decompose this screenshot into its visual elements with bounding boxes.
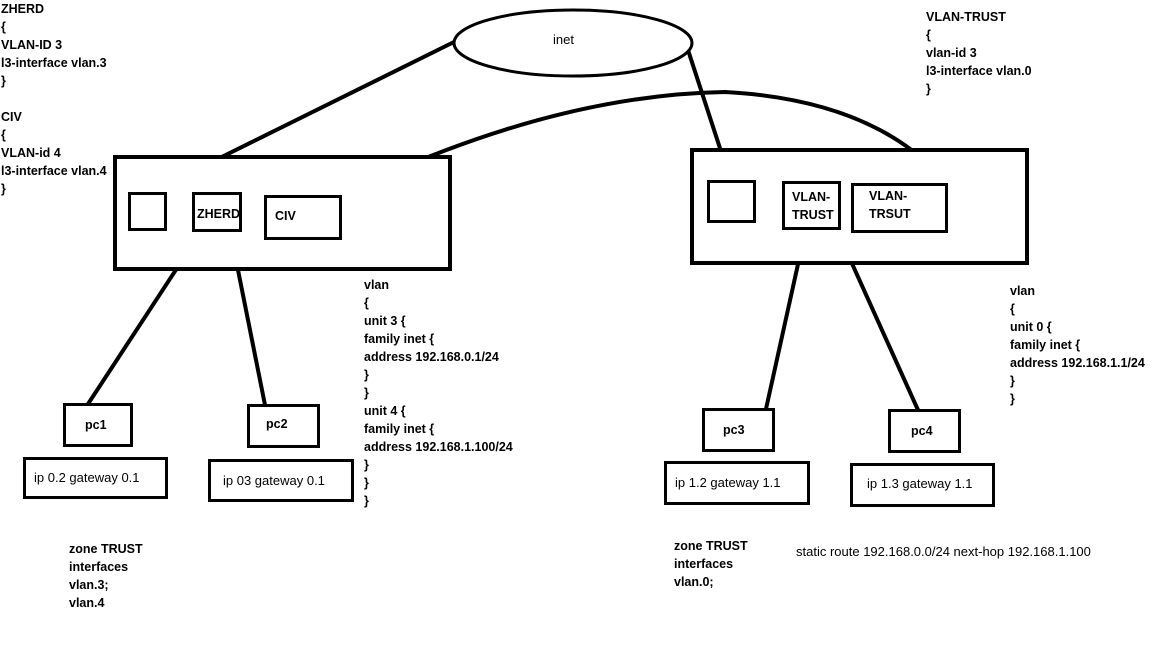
vlan-trust-config: VLAN-TRUST { vlan-id 3 l3-interface vlan.0} — [926, 8, 1032, 98]
pc1-ip-label: ip 0.2 gateway 0.1 — [34, 470, 140, 485]
vlan-config-left-line: vlan — [364, 278, 390, 292]
vlan-config-left-line: } — [364, 494, 369, 508]
zone-left-line: interfaces — [69, 560, 129, 574]
config-zherd-line: ZHERD — [1, 2, 45, 16]
zone-right-line: interfaces — [674, 557, 734, 571]
vlan-config-left: vlan { unit 3 { family inet { address 192.16… — [364, 276, 513, 510]
left-switch-port-zherd: ZHERD — [192, 192, 242, 232]
left-switch-port-unlabeled — [128, 192, 167, 231]
vlan-config-left-line: family inet { — [364, 422, 435, 436]
vlan-config-right-line: unit 0 { — [1010, 320, 1052, 334]
zherd-config: ZHERD { VLAN-ID 3 l3-interface vlan.3} — [1, 0, 107, 90]
pc4-ip-box: ip 1.3 gateway 1.1 — [850, 463, 995, 507]
vlan-config-right-line: family inet { — [1010, 338, 1081, 352]
port-civ-label: CIV — [275, 209, 296, 223]
vlan-config-left-line: address 192.168.0.1/24 — [364, 350, 499, 364]
vlan-config-right: vlan { unit 0 { family inet { address 192.16… — [1010, 282, 1145, 408]
config-vlan-trust-line: vlan-id 3 — [926, 46, 977, 60]
zone-trust-right: zone TRUST interfaces vlan.0; — [674, 537, 748, 591]
pc3-ip-label: ip 1.2 gateway 1.1 — [675, 475, 781, 490]
vlan-config-left-line: family inet { — [364, 332, 435, 346]
config-civ-line: { — [1, 128, 6, 142]
right-switch-port-unlabeled — [707, 180, 756, 223]
pc2-ip-box: ip 03 gateway 0.1 — [208, 459, 354, 502]
config-zherd-line: { — [1, 20, 6, 34]
config-zherd-line: l3-interface vlan.3 — [1, 56, 107, 70]
vlan-config-right-line: vlan — [1010, 284, 1036, 298]
inet-cloud — [452, 8, 694, 78]
link-civ-vlan-trsut — [338, 89, 948, 198]
vlan-config-right-line: } — [1010, 392, 1015, 406]
pc4-label: pc4 — [911, 424, 933, 438]
vlan-config-left-line: } — [364, 458, 369, 472]
pc2-label: pc2 — [266, 417, 288, 431]
civ-config: CIV { VLAN-id 4 l3-interface vlan.4} — [1, 108, 107, 198]
pc1-ip-box: ip 0.2 gateway 0.1 — [23, 457, 168, 499]
vlan-config-right-line: } — [1010, 374, 1015, 388]
pc2-ip-label: ip 03 gateway 0.1 — [223, 473, 325, 488]
port-vlan-trust-label-2: TRUST — [792, 208, 834, 222]
zone-left-line: vlan.4 — [69, 596, 105, 610]
vlan-config-left-line: address 192.168.1.100/24 — [364, 440, 513, 454]
vlan-config-left-line: unit 4 { — [364, 404, 406, 418]
zone-right-line: zone TRUST — [674, 539, 748, 553]
zone-left-line: vlan.3; — [69, 578, 109, 592]
config-vlan-trust-line: VLAN-TRUST — [926, 10, 1006, 24]
config-vlan-trust-line: l3-interface vlan.0 — [926, 64, 1032, 78]
zone-trust-left: zone TRUST interfaces vlan.3; vlan.4 — [69, 540, 143, 612]
pc2-box: pc2 — [247, 404, 320, 448]
right-switch-port-vlan-trust: VLAN- TRUST — [782, 181, 841, 230]
pc1-label: pc1 — [85, 418, 107, 432]
port-zherd-label: ZHERD — [197, 207, 241, 221]
vlan-config-left-line: } — [364, 368, 369, 382]
config-civ-line: VLAN-id 4 — [1, 146, 61, 160]
pc4-ip-label: ip 1.3 gateway 1.1 — [867, 476, 973, 491]
zone-left-line: zone TRUST — [69, 542, 143, 556]
vlan-config-left-line: unit 3 { — [364, 314, 406, 328]
config-vlan-trust-line: } — [926, 82, 931, 96]
pc3-label: pc3 — [723, 423, 745, 437]
port-vlan-trsut-label-2: TRSUT — [869, 207, 911, 221]
inet-label: inet — [553, 32, 574, 47]
pc1-box: pc1 — [63, 403, 133, 447]
pc4-box: pc4 — [888, 409, 961, 453]
config-civ-line: } — [1, 182, 6, 196]
pc3-box: pc3 — [702, 408, 775, 452]
vlan-config-left-line: { — [364, 296, 369, 310]
vlan-config-right-line: { — [1010, 302, 1015, 316]
config-civ-line: CIV — [1, 110, 22, 124]
right-switch-port-vlan-trsut: VLAN- TRSUT — [851, 183, 948, 233]
vlan-config-left-line: } — [364, 386, 369, 400]
static-route: static route 192.168.0.0/24 next-hop 192… — [796, 544, 1091, 559]
config-vlan-trust-line: { — [926, 28, 931, 42]
port-vlan-trust-label-1: VLAN- — [792, 190, 831, 204]
config-zherd-line: VLAN-ID 3 — [1, 38, 63, 52]
left-switch-port-civ: CIV — [264, 195, 342, 240]
zone-right-line: vlan.0; — [674, 575, 714, 589]
pc3-ip-box: ip 1.2 gateway 1.1 — [664, 461, 810, 505]
port-vlan-trsut-label-1: VLAN- — [869, 189, 908, 203]
vlan-config-right-line: address 192.168.1.1/24 — [1010, 356, 1145, 370]
vlan-config-left-line: } — [364, 476, 369, 490]
config-zherd-line: } — [1, 74, 6, 88]
config-civ-line: l3-interface vlan.4 — [1, 164, 107, 178]
